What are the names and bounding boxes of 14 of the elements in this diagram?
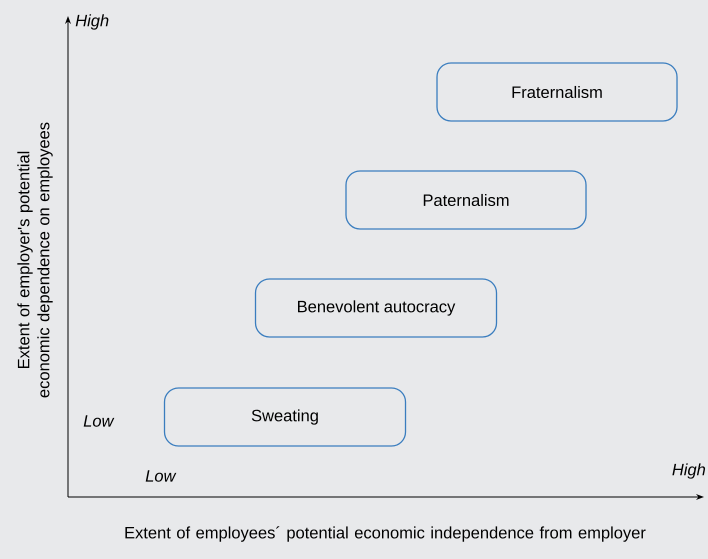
axis-title: Extent of employees´ potential economic independence from employer (125, 526, 646, 542)
axis-end-label: Low (146, 470, 176, 482)
rounded-box (436, 62, 678, 122)
axis-end-label: High (76, 14, 108, 30)
axis-end-label: High (672, 463, 706, 479)
rounded-box (164, 387, 406, 447)
rounded-box (345, 170, 587, 230)
rounded-box (254, 278, 498, 338)
axis-title: Extent of employer's potential economic dependence on employees (17, 122, 53, 398)
box-label: Paternalism (424, 194, 508, 206)
box-label: Benevolent autocracy (298, 300, 456, 316)
box-label: Fraternalism (512, 86, 602, 98)
box-label: Sweating (252, 409, 318, 425)
axis-end-label: Low (84, 415, 114, 427)
